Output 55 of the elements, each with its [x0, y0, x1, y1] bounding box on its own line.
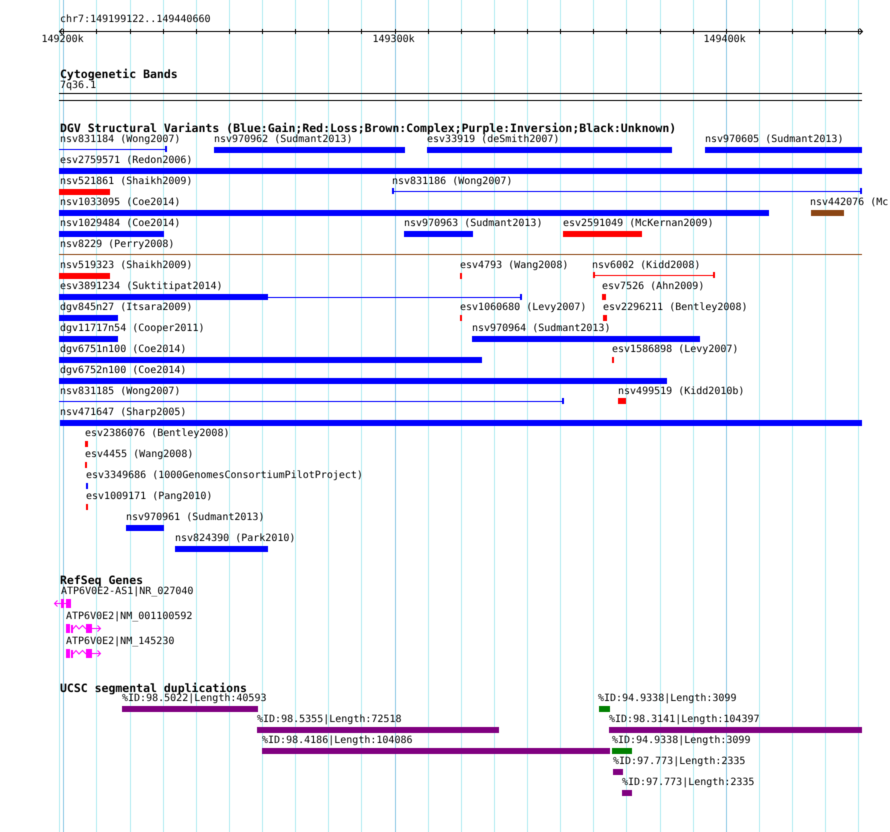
track-heading: RefSeq Genes — [60, 574, 144, 586]
variant-label: esv3349686 (1000GenomesConsortiumPilotProject) — [86, 471, 363, 481]
variant-label: esv4455 (Wang2008) — [85, 450, 194, 460]
region-coordinates: chr7:149199122..149440660 — [60, 15, 211, 25]
variant-label: dgv845n27 (Itsara2009) — [60, 303, 192, 313]
gene-label: ATP6V0E2|NM_001100592 — [66, 612, 192, 622]
variant-label: nsv471647 (Sharp2005) — [60, 408, 186, 418]
duplication-label: %ID:98.4186|Length:104086 — [262, 736, 413, 746]
variant-label: esv33919 (deSmith2007) — [427, 135, 560, 145]
gene-label: ATP6V0E2-AS1|NR_027040 — [61, 587, 194, 597]
variant-label: nsv970963 (Sudmant2013) — [404, 219, 542, 229]
variant-label: nsv970964 (Sudmant2013) — [472, 324, 610, 334]
variant-label: dgv6751n100 (Coe2014) — [60, 345, 186, 355]
variant-label: esv4793 (Wang2008) — [460, 261, 568, 271]
variant-label: esv1586898 (Levy2007) — [612, 345, 738, 355]
variant-label: nsv824390 (Park2010) — [175, 534, 296, 544]
variant-label: nsv521861 (Shaikh2009) — [60, 177, 192, 187]
variant-label: dgv6752n100 (Coe2014) — [60, 366, 186, 376]
duplication-label: %ID:94.9338|Length:3099 — [598, 694, 736, 704]
variant-label: nsv970961 (Sudmant2013) — [126, 513, 264, 523]
variant-label: nsv8229 (Perry2008) — [60, 240, 174, 250]
variant-label: esv2386076 (Bentley2008) — [85, 429, 230, 439]
duplication-label: %ID:98.5022|Length:40593 — [122, 694, 266, 704]
variant-label: nsv442076 (Mc — [810, 198, 888, 208]
variant-label: nsv6002 (Kidd2008) — [592, 261, 700, 271]
track-heading: UCSC segmental duplications — [60, 682, 247, 694]
variant-label: nsv499519 (Kidd2010b) — [618, 387, 744, 397]
variant-label: esv7526 (Ahn2009) — [602, 282, 704, 292]
variant-label: nsv831186 (Wong2007) — [392, 177, 512, 187]
variant-label: esv1009171 (Pang2010) — [86, 492, 212, 502]
variant-label: dgv11717n54 (Cooper2011) — [60, 324, 204, 334]
variant-label: nsv1033095 (Coe2014) — [60, 198, 180, 208]
variant-label: esv3891234 (Suktitipat2014) — [60, 282, 223, 292]
tick-label: 149200k — [42, 35, 84, 45]
tick-label: 149300k — [372, 35, 415, 45]
band-label: 7q36.1 — [60, 81, 96, 91]
variant-label: esv2759571 (Redon2006) — [60, 156, 192, 166]
duplication-label: %ID:98.3141|Length:104397 — [609, 715, 760, 725]
duplication-label: %ID:97.773|Length:2335 — [622, 778, 754, 788]
variant-label: nsv1029484 (Coe2014) — [60, 219, 180, 229]
gene-label: ATP6V0E2|NM_145230 — [66, 637, 174, 647]
variant-label: esv1060680 (Levy2007) — [460, 303, 586, 313]
variant-label: nsv831185 (Wong2007) — [60, 387, 180, 397]
duplication-label: %ID:98.5355|Length:72518 — [257, 715, 402, 725]
variant-label: nsv970605 (Sudmant2013) — [705, 135, 844, 145]
duplication-label: %ID:97.773|Length:2335 — [613, 757, 746, 767]
variant-label: nsv519323 (Shaikh2009) — [60, 261, 192, 271]
variant-label: esv2591049 (McKernan2009) — [563, 219, 714, 229]
tick-label: 149400k — [704, 35, 746, 45]
track-heading: Cytogenetic Bands — [60, 68, 178, 80]
duplication-label: %ID:94.9338|Length:3099 — [612, 736, 750, 746]
variant-label: esv2296211 (Bentley2008) — [603, 303, 748, 313]
track-heading: DGV Structural Variants (Blue:Gain;Red:Loss;Brown:Complex;Purple:Inversion;Black:Unknown) — [60, 122, 676, 134]
variant-label: nsv831184 (Wong2007) — [60, 135, 180, 145]
variant-label: nsv970962 (Sudmant2013) — [214, 135, 352, 145]
